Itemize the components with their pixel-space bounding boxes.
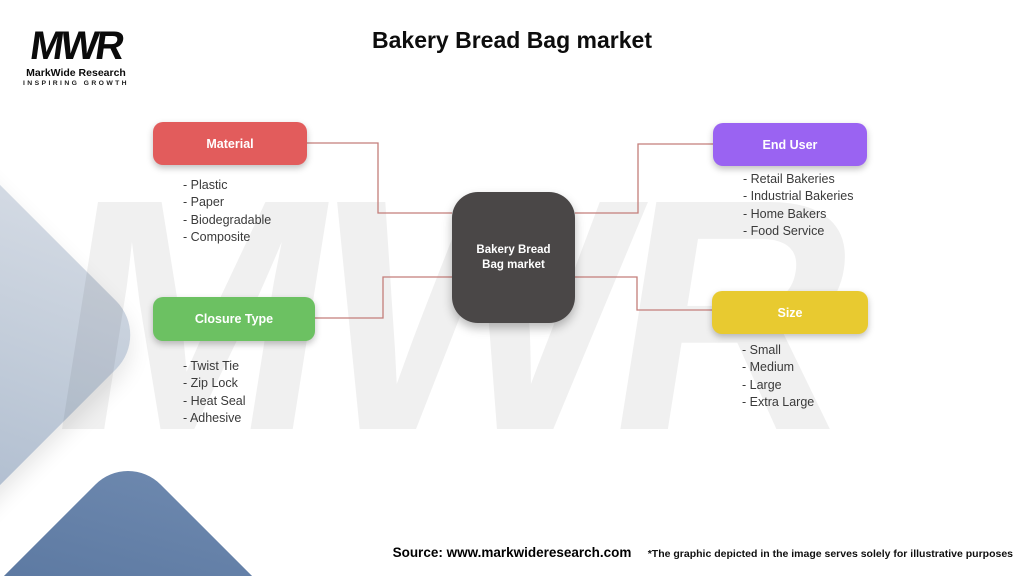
category-label: Material <box>206 136 254 151</box>
category-end-user: End User - Retail Bakeries - Industrial B… <box>713 123 867 238</box>
markwide-logo: MWR MarkWide Research INSPIRING GROWTH <box>20 24 132 87</box>
connector-size <box>575 276 712 311</box>
list-item: - Food Service <box>743 224 825 239</box>
list-item: - Adhesive <box>183 411 242 426</box>
category-item-list: - Small - Medium - Large - Extra Large <box>742 342 814 412</box>
logo-name: MarkWide Research <box>26 67 126 79</box>
category-box: Material <box>153 122 307 165</box>
connector-closure-type <box>315 276 452 319</box>
source-text: Source: www.markwideresearch.com <box>392 545 632 560</box>
list-item: - Twist Tie <box>183 359 240 373</box>
list-item: - Retail Bakeries <box>743 172 835 186</box>
list-item: - Small <box>742 343 781 357</box>
center-node: Bakery Bread Bag market <box>452 192 575 323</box>
list-item: - Industrial Bakeries <box>743 189 854 204</box>
category-size: Size - Small - Medium - Large - Extra Large <box>712 291 868 409</box>
list-item: - Heat Seal <box>183 393 246 408</box>
category-item-list: - Plastic - Paper - Biodegradable - Composi… <box>183 177 271 247</box>
category-label: Closure Type <box>194 312 274 326</box>
list-item: - Medium <box>742 360 795 375</box>
category-item-list: - Retail Bakeries - Industrial Bakeries - … <box>743 171 853 241</box>
list-item: - Large <box>742 377 782 392</box>
list-item: - Plastic <box>183 178 228 192</box>
list-item: - Home Bakers <box>743 206 827 221</box>
category-label: End User <box>762 137 818 152</box>
connector-end-user <box>575 143 713 214</box>
category-material: Material - Plastic - Paper - Biodegradable… <box>153 122 307 244</box>
page-title: Bakery Bread Bag market <box>372 27 652 53</box>
category-item-list: - Twist Tie - Zip Lock - Heat Seal - Adhesi… <box>183 358 246 428</box>
category-box: End User <box>713 123 867 166</box>
category-box: Size <box>712 291 868 334</box>
category-label: Size <box>777 305 803 320</box>
list-item: - Paper <box>183 195 224 210</box>
list-item: - Zip Lock <box>183 376 238 391</box>
logo-tagline: INSPIRING GROWTH <box>23 80 129 87</box>
connector-material <box>307 142 452 214</box>
list-item: - Composite <box>183 230 251 245</box>
category-box: Closure Type <box>153 297 315 341</box>
list-item: - Extra Large <box>742 395 815 410</box>
disclaimer-text: *The graphic depicted in the image serve… <box>647 548 1013 560</box>
list-item: - Biodegradable <box>183 212 272 227</box>
category-closure-type: Closure Type - Twist Tie - Zip Lock - Heat… <box>153 297 315 425</box>
